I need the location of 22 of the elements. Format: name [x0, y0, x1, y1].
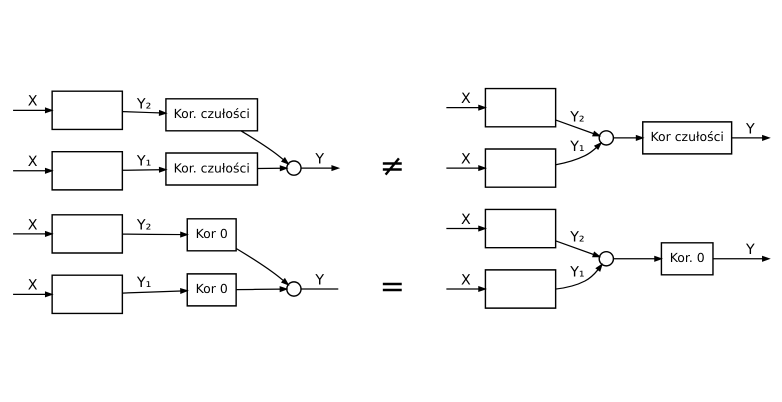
edge-label: X: [28, 154, 38, 170]
edge-label: Y₁: [570, 264, 585, 280]
edge-label: X: [460, 272, 471, 288]
edge-label: Y₂: [570, 110, 585, 126]
edge-label: Y: [315, 151, 324, 168]
edge-label: X: [28, 278, 38, 294]
edge-label: Y₂: [570, 230, 585, 246]
edge-label: Y₁: [136, 153, 152, 170]
edge-label: X: [28, 94, 38, 110]
edge-label: X: [460, 151, 471, 168]
label: ≠: [380, 148, 405, 184]
edge-label: Y: [746, 121, 755, 138]
edge-label: Y₁: [570, 139, 585, 156]
edge-label: Y: [315, 272, 324, 288]
edge-label: X: [28, 217, 38, 234]
label: =: [380, 270, 405, 305]
edge-label: X: [460, 212, 471, 228]
edge-label: Y₂: [136, 217, 152, 234]
edge-label: Y₂: [136, 96, 152, 112]
edge-label: Y: [746, 242, 755, 258]
edge-label: X: [460, 91, 471, 108]
edge-label: Y₁: [136, 275, 152, 292]
